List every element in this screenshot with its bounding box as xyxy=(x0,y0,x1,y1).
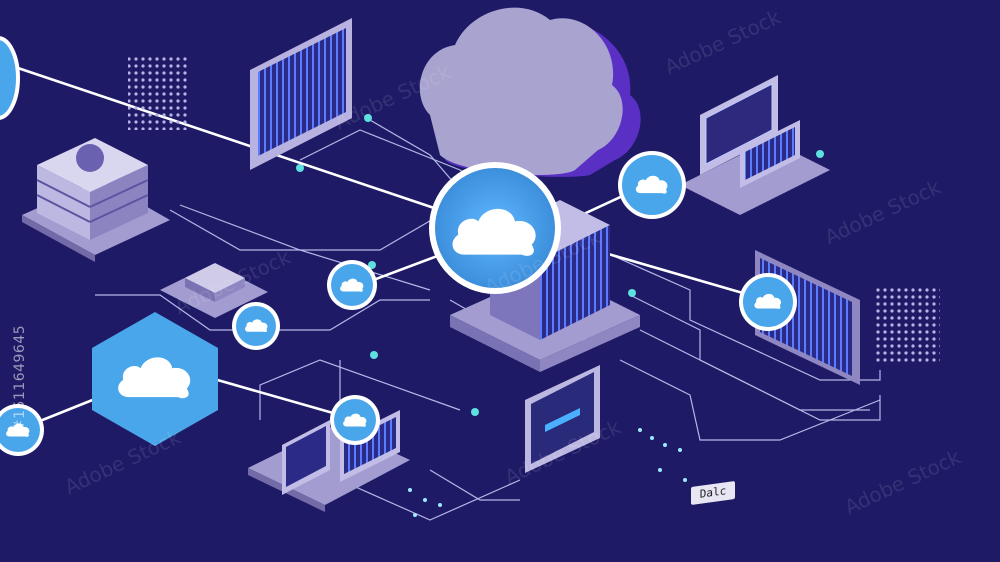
trace-endpoints xyxy=(296,114,824,416)
chip-module xyxy=(160,263,268,318)
laptop-bottom xyxy=(248,410,410,512)
dot-matrix-cube xyxy=(128,55,188,130)
terminal-screen xyxy=(525,365,600,473)
cloud-storage-3d xyxy=(419,7,641,177)
cloud-badge-right xyxy=(739,273,797,331)
stock-id-watermark: #1511649645 xyxy=(12,324,28,432)
cloud-badge-bottom xyxy=(330,395,380,445)
cloud-badge-center xyxy=(429,162,561,294)
cloud-badge-edge-left xyxy=(0,404,44,456)
cloud-badge-edge-top-left xyxy=(0,36,20,120)
server-stack-left xyxy=(22,138,170,262)
data-bits xyxy=(408,428,687,517)
dot-matrix-cube-right xyxy=(875,285,940,365)
cloud-badge-mid-left xyxy=(327,260,377,310)
data-panel-top-left xyxy=(250,18,352,170)
laptop-top-right xyxy=(680,75,830,215)
cloud-badge-top-right xyxy=(618,151,686,219)
cloud-badge-hexagon xyxy=(92,312,218,446)
cloud-badge-small-left xyxy=(232,302,280,350)
